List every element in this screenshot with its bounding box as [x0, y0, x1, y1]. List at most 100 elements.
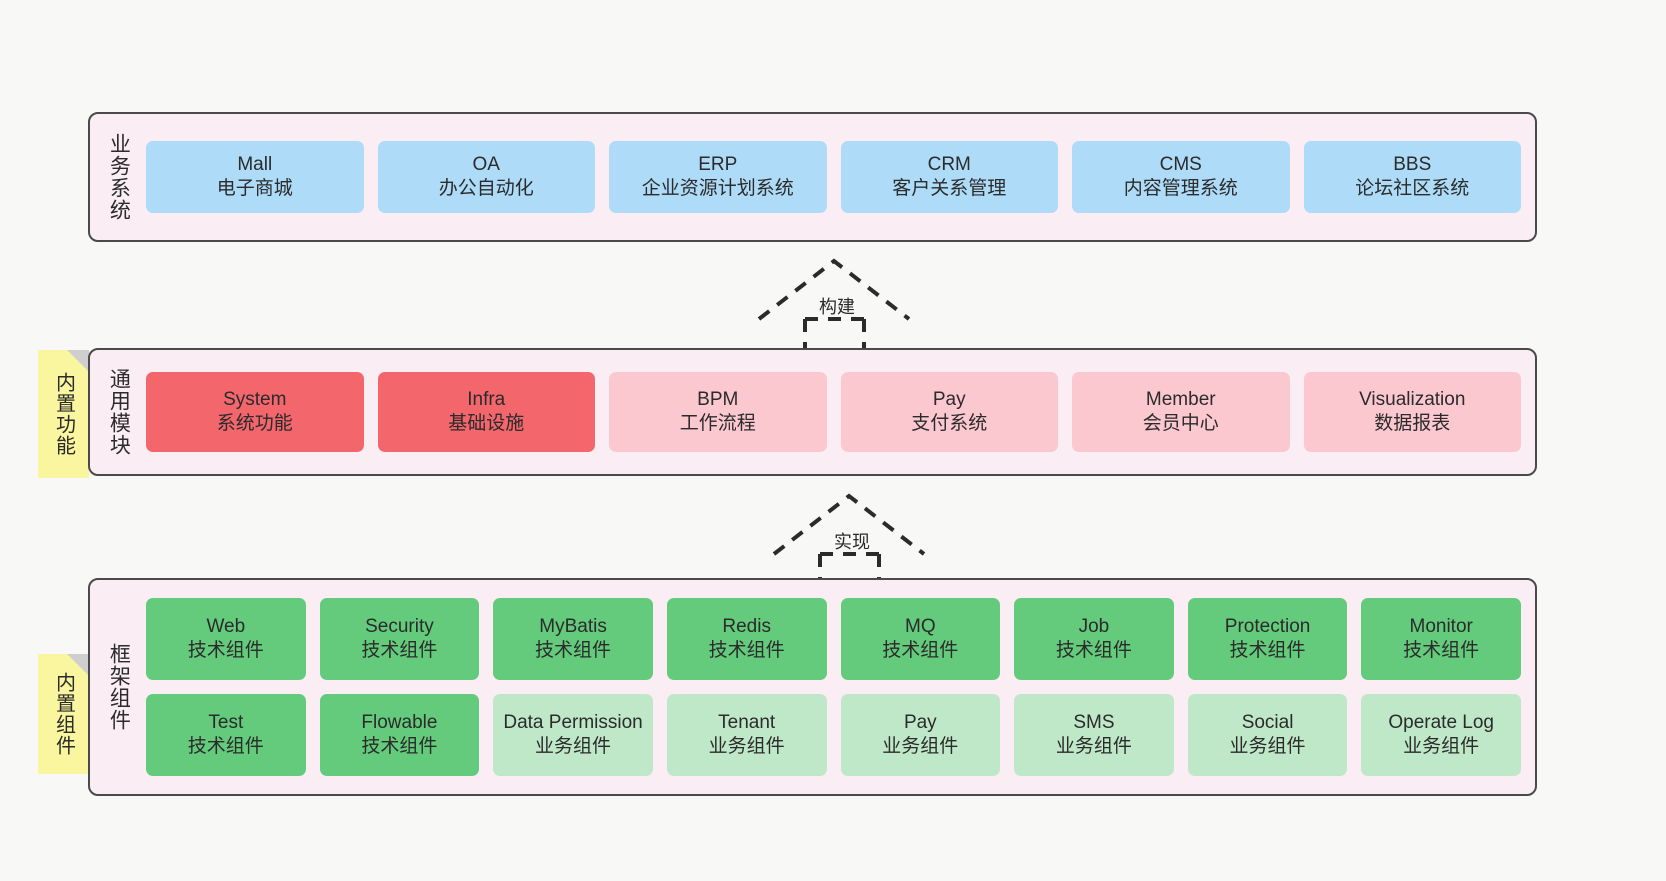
card-subtitle: 论坛社区系统 — [1355, 178, 1470, 199]
card-system[interactable]: System 系统功能 — [146, 372, 364, 452]
card-subtitle: 业务组件 — [882, 736, 959, 757]
card-subtitle: 技术组件 — [187, 736, 264, 757]
card-subtitle: 支付系统 — [911, 413, 988, 434]
note-label: 内置功能 — [52, 372, 75, 456]
layer-business-systems-title: 业务系统 — [107, 133, 131, 221]
note-fold-icon — [67, 350, 89, 372]
card-social[interactable]: Social 业务组件 — [1187, 694, 1348, 776]
card-oa[interactable]: OA 办公自动化 — [377, 141, 595, 213]
arrowhead-outline — [772, 493, 926, 556]
card-member[interactable]: Member 会员中心 — [1072, 372, 1290, 452]
card-pay-module[interactable]: Pay 支付系统 — [840, 372, 1058, 452]
connector-build-label: 构建 — [819, 297, 855, 317]
card-title: MyBatis — [539, 615, 607, 637]
card-subtitle: 技术组件 — [1055, 640, 1132, 661]
layer-common-modules-body: System 系统功能 Infra 基础设施 BPM 工作流程 Pay 支付系统… — [146, 350, 1535, 474]
card-subtitle: 技术组件 — [1229, 640, 1306, 661]
card-subtitle: 业务组件 — [708, 736, 785, 757]
card-subtitle: 技术组件 — [361, 736, 438, 757]
card-title: Security — [365, 615, 434, 637]
card-title: Pay — [903, 711, 937, 733]
connector-implement-arrow: 实现 — [772, 492, 927, 587]
card-title: Visualization — [1359, 388, 1466, 410]
card-title: Redis — [722, 615, 771, 637]
card-bbs[interactable]: BBS 论坛社区系统 — [1303, 141, 1521, 213]
card-title: Monitor — [1409, 615, 1473, 637]
card-row: Test 技术组件 Flowable 技术组件 Data Permission … — [146, 694, 1521, 776]
card-row: System 系统功能 Infra 基础设施 BPM 工作流程 Pay 支付系统… — [146, 372, 1521, 452]
card-title: BBS — [1393, 153, 1432, 175]
card-title: Social — [1241, 711, 1294, 733]
card-subtitle: 技术组件 — [535, 640, 612, 661]
card-subtitle: 基础设施 — [448, 413, 525, 434]
card-title: Mall — [237, 153, 273, 175]
card-title: Data Permission — [503, 711, 643, 733]
note-fold-icon — [67, 654, 89, 676]
card-row: Mall 电子商城 OA 办公自动化 ERP 企业资源计划系统 CRM 客户关系… — [146, 141, 1521, 213]
card-subtitle: 业务组件 — [1229, 736, 1306, 757]
card-title: OA — [472, 153, 500, 175]
card-visualization[interactable]: Visualization 数据报表 — [1303, 372, 1521, 452]
card-test[interactable]: Test 技术组件 — [146, 694, 306, 776]
card-subtitle: 系统功能 — [216, 413, 293, 434]
card-title: System — [223, 388, 287, 410]
card-pay-component[interactable]: Pay 业务组件 — [840, 694, 1001, 776]
note-builtin-features: 内置功能 — [38, 350, 89, 478]
card-title: Pay — [932, 388, 966, 410]
card-flowable[interactable]: Flowable 技术组件 — [319, 694, 480, 776]
card-subtitle: 会员中心 — [1142, 413, 1219, 434]
card-subtitle: 工作流程 — [679, 413, 756, 434]
card-subtitle: 数据报表 — [1374, 413, 1451, 434]
layer-framework-components: 框架组件 Web 技术组件 Security 技术组件 MyBatis 技术组件… — [88, 578, 1537, 796]
card-web[interactable]: Web 技术组件 — [146, 598, 306, 680]
card-title: Test — [208, 711, 244, 733]
layer-framework-components-body: Web 技术组件 Security 技术组件 MyBatis 技术组件 Redi… — [146, 580, 1535, 794]
card-title: Flowable — [361, 711, 438, 733]
card-crm[interactable]: CRM 客户关系管理 — [840, 141, 1058, 213]
card-subtitle: 业务组件 — [1055, 736, 1132, 757]
card-mall[interactable]: Mall 电子商城 — [146, 141, 364, 213]
card-title: Tenant — [718, 711, 776, 733]
card-title: Protection — [1224, 615, 1311, 637]
card-title: Member — [1145, 388, 1216, 410]
card-subtitle: 业务组件 — [1403, 736, 1480, 757]
card-job[interactable]: Job 技术组件 — [1014, 598, 1174, 680]
card-title: ERP — [698, 153, 738, 175]
card-title: Job — [1078, 615, 1110, 637]
card-mybatis[interactable]: MyBatis 技术组件 — [493, 598, 653, 680]
card-subtitle: 技术组件 — [361, 640, 438, 661]
card-subtitle: 技术组件 — [708, 640, 785, 661]
card-title: Operate Log — [1388, 711, 1494, 733]
layer-framework-components-title: 框架组件 — [107, 643, 131, 731]
card-tenant[interactable]: Tenant 业务组件 — [666, 694, 827, 776]
card-infra[interactable]: Infra 基础设施 — [377, 372, 595, 452]
card-data-permission[interactable]: Data Permission 业务组件 — [493, 694, 653, 776]
card-security[interactable]: Security 技术组件 — [319, 598, 480, 680]
card-subtitle: 技术组件 — [187, 640, 264, 661]
card-redis[interactable]: Redis 技术组件 — [666, 598, 827, 680]
card-erp[interactable]: ERP 企业资源计划系统 — [609, 141, 827, 213]
layer-common-modules: 通用模块 System 系统功能 Infra 基础设施 BPM 工作流程 Pay… — [88, 348, 1537, 476]
note-label: 内置组件 — [52, 672, 75, 756]
card-title: MQ — [905, 615, 936, 637]
card-sms[interactable]: SMS 业务组件 — [1014, 694, 1174, 776]
card-subtitle: 电子商城 — [216, 178, 293, 199]
card-row: Web 技术组件 Security 技术组件 MyBatis 技术组件 Redi… — [146, 598, 1521, 680]
connector-implement-label: 实现 — [834, 532, 870, 552]
card-protection[interactable]: Protection 技术组件 — [1187, 598, 1348, 680]
layer-business-systems-body: Mall 电子商城 OA 办公自动化 ERP 企业资源计划系统 CRM 客户关系… — [146, 114, 1535, 240]
card-title: CMS — [1159, 153, 1202, 175]
card-cms[interactable]: CMS 内容管理系统 — [1072, 141, 1290, 213]
card-operate-log[interactable]: Operate Log 业务组件 — [1361, 694, 1521, 776]
card-monitor[interactable]: Monitor 技术组件 — [1361, 598, 1521, 680]
card-subtitle: 办公自动化 — [438, 178, 534, 199]
card-subtitle: 技术组件 — [1403, 640, 1480, 661]
card-subtitle: 业务组件 — [535, 736, 612, 757]
arrowhead-outline — [757, 258, 911, 321]
card-mq[interactable]: MQ 技术组件 — [840, 598, 1001, 680]
card-title: SMS — [1073, 711, 1115, 733]
card-subtitle: 内容管理系统 — [1123, 178, 1238, 199]
card-bpm[interactable]: BPM 工作流程 — [609, 372, 827, 452]
layer-common-modules-title: 通用模块 — [107, 368, 131, 456]
card-subtitle: 技术组件 — [882, 640, 959, 661]
